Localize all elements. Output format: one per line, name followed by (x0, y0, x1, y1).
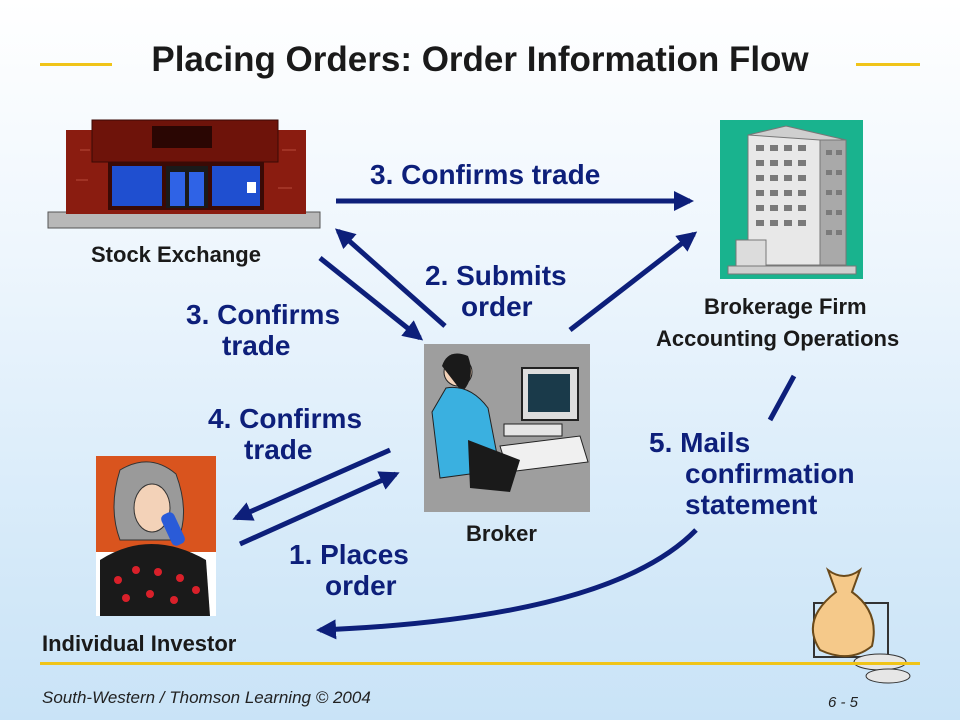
step-confirms-trade-left: 3. Confirms trade (186, 299, 340, 361)
step-1-places-order: 1. Places order (289, 539, 409, 601)
step-5-mails-statement-line1: 5. Mails (649, 427, 751, 458)
arrow-mail-to-investor (316, 528, 698, 640)
arrow-broker-to-exchange (335, 228, 447, 328)
arrow-investor-to-broker (238, 471, 400, 547)
title-rule-right (856, 63, 920, 66)
flow-arrows (232, 191, 797, 640)
step-1-places-order-line2: order (325, 570, 397, 601)
arrow-broker-to-investor (232, 447, 392, 521)
broker-icon (424, 344, 590, 512)
step-4-confirms-trade: 4. Confirms trade (208, 403, 362, 465)
brokerage-label-line1: Brokerage Firm (704, 294, 867, 319)
arrow-brokerage-mail-segment (767, 374, 797, 422)
step-5-mails-statement-line3: statement (685, 489, 818, 520)
stock-exchange-label: Stock Exchange (91, 242, 261, 267)
footer-rule (40, 662, 920, 665)
step-confirms-trade-left-line2: trade (222, 330, 291, 361)
step-submits-order-line1: 2. Submits (425, 260, 567, 291)
step-confirms-trade-left-line1: 3. Confirms (186, 299, 341, 330)
page-title: Placing Orders: Order Information Flow (151, 40, 809, 79)
page-number: 6 - 5 (828, 694, 859, 711)
brokerage-building-icon (720, 120, 863, 279)
arrow-broker-to-brokerage (568, 231, 698, 332)
arrow-exchange-to-broker (318, 256, 424, 341)
step-submits-order-line2: order (461, 291, 533, 322)
broker-label: Broker (466, 521, 537, 546)
title-rule-left (40, 63, 112, 66)
step-confirms-trade-top: 3. Confirms trade (370, 159, 601, 190)
investor-label: Individual Investor (42, 631, 237, 656)
brokerage-label-line2: Accounting Operations (656, 326, 900, 351)
footer-credit: South-Western / Thomson Learning © 2004 (42, 688, 371, 707)
step-submits-order: 2. Submits order (425, 260, 567, 322)
step-1-places-order-line1: 1. Places (289, 539, 409, 570)
step-4-confirms-trade-line1: 4. Confirms (208, 403, 363, 434)
step-4-confirms-trade-line2: trade (244, 434, 313, 465)
investor-icon (96, 456, 216, 616)
step-5-mails-statement: 5. Mails confirmation statement (649, 427, 855, 520)
money-bag-icon (811, 567, 911, 684)
stock-exchange-icon (47, 119, 321, 229)
step-5-mails-statement-line2: confirmation (685, 458, 855, 489)
